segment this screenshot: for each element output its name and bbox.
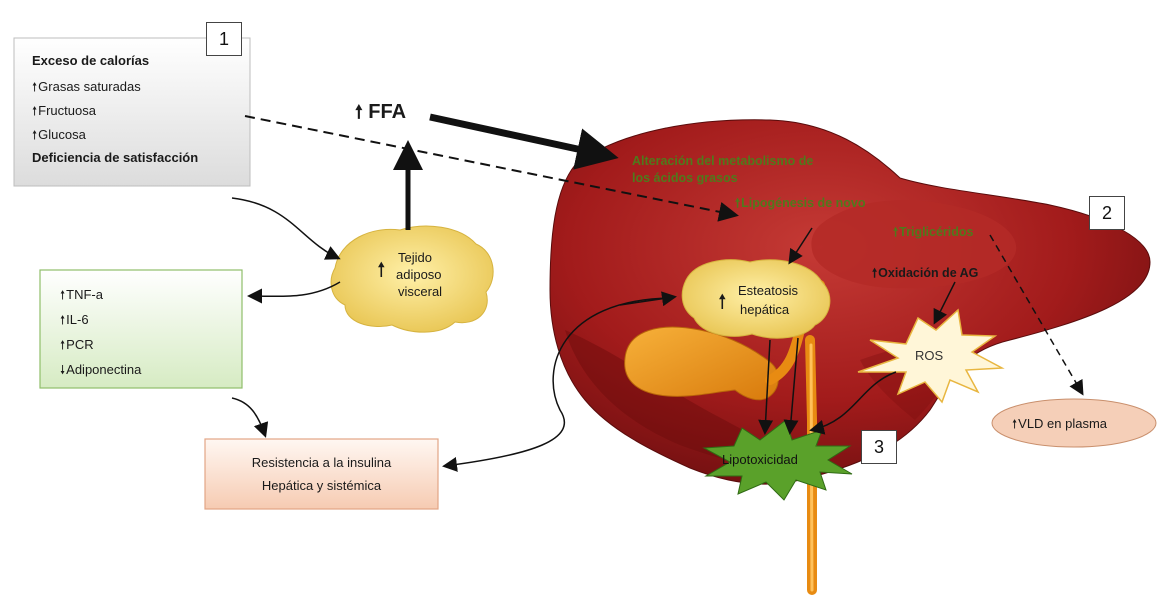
adipose-line-2: adiposo <box>396 267 442 282</box>
number-box-2: 2 <box>1089 196 1125 230</box>
saturated-fat-line: 🠕Grasas saturadas <box>32 78 141 99</box>
vld-label: 🠕VLD en plasma <box>1012 415 1107 436</box>
adipose-line-1: Tejido <box>398 250 432 265</box>
inflammation-to-insulin-arrow <box>232 398 265 435</box>
steatosis-arrow: 🠕 <box>718 287 727 321</box>
arrow-up-icon: 🠕 <box>355 102 363 122</box>
arrow-down-icon: 🠗 <box>60 363 65 377</box>
arrow-up-icon: 🠕 <box>32 128 37 142</box>
ffa-label: 🠕 FFA <box>355 100 406 130</box>
fatty-acid-line-2: los ácidos grasos <box>632 171 738 185</box>
steatosis-line-2: hepática <box>740 302 789 317</box>
adiponectin-line: 🠗Adiponectina <box>60 361 141 382</box>
calories-heading: Exceso de calorías <box>32 53 149 68</box>
number-1: 1 <box>219 29 229 50</box>
adipose-line-3: visceral <box>398 284 442 299</box>
satiety-deficiency-line: Deficiencia de satisfacción <box>32 150 198 165</box>
steatosis-shape <box>682 260 830 338</box>
pcr-line: 🠕PCR <box>60 336 94 357</box>
arrow-up-icon: 🠕 <box>1012 417 1017 431</box>
adipose-arrow: 🠕 <box>377 255 386 289</box>
arrow-up-icon: 🠕 <box>377 259 386 281</box>
arrow-up-icon: 🠕 <box>893 225 898 239</box>
number-3: 3 <box>874 437 884 458</box>
il6-line: 🠕IL-6 <box>60 311 89 332</box>
arrow-up-icon: 🠕 <box>60 288 65 302</box>
fatty-acid-line-1: Alteración del metabolismo de <box>632 154 813 168</box>
number-2: 2 <box>1102 203 1112 224</box>
steatosis-line-1: Esteatosis <box>738 283 798 298</box>
number-box-3: 3 <box>861 430 897 464</box>
calories-to-adipose-arrow <box>232 198 338 258</box>
arrow-up-icon: 🠕 <box>718 291 727 313</box>
ros-label: ROS <box>915 348 943 363</box>
lipotoxicity-label: Lipotoxicidad <box>722 452 798 467</box>
triglycerides-label: 🠕Triglicéridos <box>893 223 974 244</box>
oxidation-label: 🠕Oxidación de AG <box>872 264 978 285</box>
insulin-line-1: Resistencia a la insulina <box>205 455 438 470</box>
arrow-up-icon: 🠕 <box>60 338 65 352</box>
lipogenesis-label: 🠕Lipogénesis de novo <box>735 194 865 215</box>
adipose-to-inflammation-arrow <box>250 282 340 296</box>
insulin-box <box>205 439 438 509</box>
ffa-arrow <box>430 117 605 155</box>
fructose-line: 🠕Fructuosa <box>32 102 96 123</box>
arrow-up-icon: 🠕 <box>872 266 877 280</box>
arrow-up-icon: 🠕 <box>32 80 37 94</box>
tnf-line: 🠕TNF-a <box>60 286 103 307</box>
number-box-1: 1 <box>206 22 242 56</box>
insulin-line-2: Hepática y sistémica <box>205 478 438 493</box>
arrow-up-icon: 🠕 <box>735 196 740 210</box>
arrow-up-icon: 🠕 <box>32 104 37 118</box>
glucose-line: 🠕Glucosa <box>32 126 86 147</box>
arrow-up-icon: 🠕 <box>60 313 65 327</box>
